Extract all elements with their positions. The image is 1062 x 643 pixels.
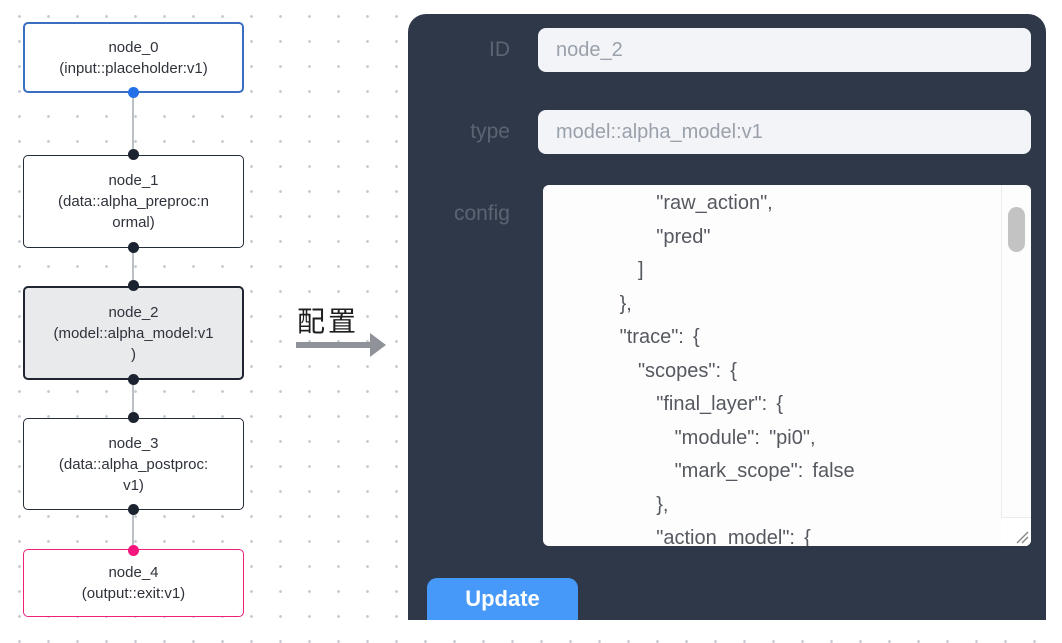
id-field-label: ID — [489, 38, 510, 61]
right-arrow-icon — [370, 333, 386, 357]
config-json-textarea[interactable]: "raw_action", "pred" ] }, "trace": { "sc… — [543, 185, 1031, 546]
flow-node-node_0[interactable]: node_0 (input::placeholder:v1) — [23, 22, 244, 93]
node-title: node_2 — [108, 303, 159, 321]
node-handle[interactable] — [128, 87, 139, 98]
id-input[interactable] — [538, 28, 1031, 72]
config-json-text: "raw_action", "pred" ] }, "trace": { "sc… — [619, 192, 855, 546]
node-subtitle: (data::alpha_preproc:n ormal) — [58, 193, 209, 231]
node-handle[interactable] — [128, 280, 139, 291]
flow-node-node_2[interactable]: node_2 (model::alpha_model:v1 ) — [23, 286, 244, 380]
node-handle[interactable] — [128, 149, 139, 160]
edge-node0-node1 — [132, 93, 134, 155]
node-title: node_3 — [108, 434, 159, 452]
node-config-panel: ID type config "raw_action", "pred" ] },… — [408, 14, 1046, 620]
edge-node3-node4 — [132, 510, 134, 550]
flow-node-node_3[interactable]: node_3 (data::alpha_postproc: v1) — [23, 418, 244, 510]
scrollbar-thumb[interactable] — [1008, 207, 1025, 252]
type-field-label: type — [470, 120, 510, 143]
right-arrow-icon — [296, 342, 372, 348]
node-title: node_4 — [108, 564, 159, 581]
node-handle[interactable] — [128, 412, 139, 423]
node-handle[interactable] — [128, 374, 139, 385]
node-handle[interactable] — [128, 504, 139, 515]
node-title: node_1 — [108, 172, 159, 189]
flow-node-node_1[interactable]: node_1 (data::alpha_preproc:n ormal) — [23, 155, 244, 248]
node-subtitle: (output::exit:v1) — [81, 585, 186, 602]
node-subtitle: (data::alpha_postproc: v1) — [58, 455, 209, 494]
vertical-scrollbar[interactable] — [1001, 185, 1031, 546]
flow-node-node_4[interactable]: node_4 (output::exit:v1) — [23, 549, 244, 617]
edge-node2-node3 — [132, 380, 134, 418]
node-handle[interactable] — [128, 545, 139, 556]
update-button-label: Update — [465, 586, 540, 611]
node-subtitle: (input::placeholder:v1) — [59, 59, 208, 77]
resize-grip-icon[interactable] — [1001, 517, 1031, 546]
edge-node1-node2 — [132, 248, 134, 286]
update-button[interactable]: Update — [427, 578, 578, 620]
type-input[interactable] — [538, 110, 1031, 154]
config-field-label: config — [453, 202, 510, 225]
node-title: node_0 — [108, 38, 159, 56]
node-subtitle: (model::alpha_model:v1 ) — [53, 324, 214, 363]
node-handle[interactable] — [128, 242, 139, 253]
configure-annotation-label: 配置 — [297, 306, 360, 337]
